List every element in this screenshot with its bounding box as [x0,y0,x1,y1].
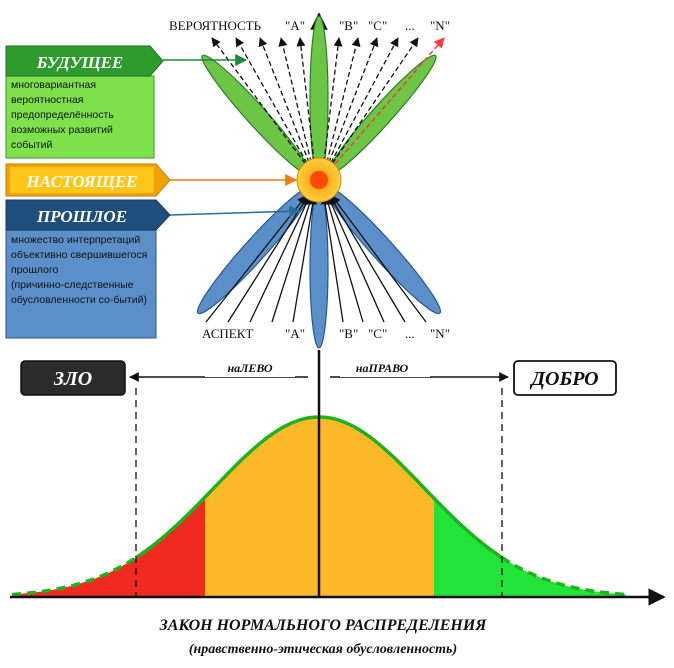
past-description-line: прошлого [11,264,58,276]
good-label: ДОБРО [529,368,598,390]
future-description-line: возможных развитий [11,124,113,136]
left-arrow-label: наЛЕВО [227,361,272,375]
present-title: НАСТОЯЩЕЕ [25,172,137,191]
aspect-arrow [331,195,427,323]
right-arrow-label-bg [340,361,430,377]
right-arrow-label: наПРАВО [356,361,409,375]
curve-right-dashed-extension [501,556,627,597]
past-description-line: обусловленности со-бытий) [11,294,147,306]
aspect-label-b: "B" [339,326,358,341]
present-banner-inner [10,167,154,193]
probability-arrow [324,37,361,171]
evil-label: ЗЛО [53,368,92,390]
probability-label-ellipsis: ... [405,18,415,33]
probability-arrow [322,37,343,171]
probability-arrow [211,37,311,171]
future-description: многовариантная вероятностная предопреде… [11,79,117,151]
probability-label-b: "B" [339,18,358,33]
aspect-arrow [292,195,318,323]
future-banner [5,45,164,77]
aspect-arrows [205,195,427,323]
present-core [310,171,328,189]
aspect-arrow [323,195,364,323]
aspect-arrow [327,195,385,323]
top-diagram: БУДУЩЕЕ многовариантная вероятностная пр… [5,12,450,349]
right-tail-region [434,498,626,597]
aspect-label-n: "N" [430,326,450,341]
aspect-arrow [320,195,344,323]
past-connector [169,205,302,218]
probability-arrow [296,37,316,171]
probability-arrow [235,37,312,171]
curve-left-dashed-extension [11,556,137,597]
probability-arrow [327,37,419,171]
aspect-axis-labels: АСПЕКТ "A" "B" "C" ... "N" [202,326,450,341]
future-petal-left [201,54,311,176]
present-label-block: НАСТОЯЩЕЕ [5,163,171,197]
probability-arrow-highlighted [329,37,445,171]
future-petal-center [309,15,329,181]
probability-label-n: "N" [430,18,450,33]
aspect-label-ellipsis: ... [405,326,415,341]
probability-arrow [278,37,314,171]
future-description-line: событий [11,139,52,151]
past-petal-left [196,185,314,315]
distribution-subtitle: (нравственно-этическая обусловленность) [189,642,457,657]
past-description: множество интерпретаций объективно сверш… [11,234,150,306]
past-petal-right [324,185,442,315]
evil-box [20,360,126,396]
probability-label-a: "A" [285,18,305,33]
future-petals [201,15,437,181]
future-description-line: вероятностная [11,94,84,106]
future-description-line: предопределённость [11,109,114,121]
probability-axis-labels: ВЕРОЯТНОСТЬ "A" "B" "C" ... "N" [169,18,450,33]
past-petal-center [309,187,329,349]
past-banner [5,199,171,231]
aspect-arrow [329,195,406,323]
past-description-line: (причинно-следственные [11,279,134,291]
aspect-arrow [271,195,314,323]
left-arrow-label-bg [205,361,295,377]
probability-label: ВЕРОЯТНОСТЬ [169,18,262,33]
past-description-line: множество интерпретаций [11,234,140,246]
aspect-label-c: "C" [368,326,387,341]
aspect-arrow [205,195,307,323]
left-tail-region [12,497,205,597]
probability-label-c: "C" [368,18,387,33]
past-title: ПРОШЛОЕ [36,207,127,226]
aspect-label-a: "A" [285,326,305,341]
past-petals [196,185,442,349]
future-label-block: БУДУЩЕЕ многовариантная вероятностная пр… [5,45,164,159]
future-description-line: многовариантная [11,79,96,91]
future-title: БУДУЩЕЕ [36,53,124,72]
aspect-label: АСПЕКТ [202,326,253,341]
future-description-box [5,75,155,159]
past-label-block: ПРОШЛОЕ множество интерпретаций объектив… [5,199,171,339]
past-description-line: объективно свершившегося [11,249,147,261]
distribution-title: ЗАКОН НОРМАЛЬНОГО РАСПРЕДЕЛЕНИЯ [159,617,488,634]
past-description-box [5,229,157,339]
probability-arrow [326,37,399,171]
good-box [513,360,617,396]
bottom-diagram: наЛЕВО наПРАВО ЗЛО ДОБРО ЗАКОН НОРМАЛЬНО… [10,350,666,657]
